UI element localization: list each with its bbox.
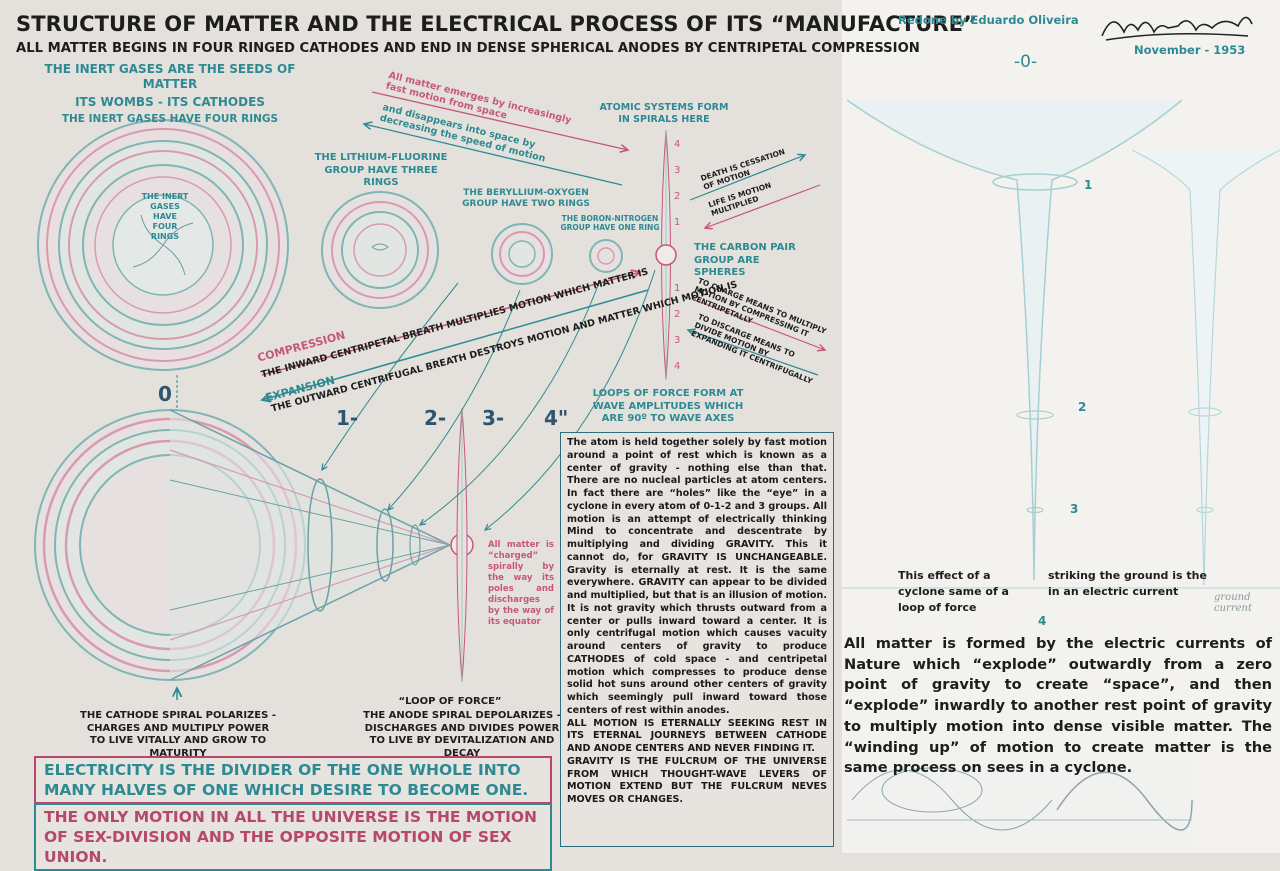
cyclone-level-1: 1 bbox=[1084, 178, 1092, 192]
label-inert-gases-line1: THE INERT GASES ARE THE SEEDS OF MATTER bbox=[20, 62, 320, 92]
label-loop-of-force-title: “LOOP OF FORCE” bbox=[390, 696, 510, 709]
lithium-fluorine-rings bbox=[322, 192, 438, 308]
explanation-paragraph-2: ALL MOTION IS ETERNALLY SEEKING REST IN … bbox=[567, 718, 827, 756]
statement-electricity: ELECTRICITY IS THE DIVIDER OF THE ONE WH… bbox=[34, 756, 552, 804]
cyclone-caption-left: This effect of a cyclone same of a loop … bbox=[898, 568, 1038, 616]
spindle-numbers-bottom: 1 2 3 4 bbox=[674, 276, 686, 380]
cyclone-caption-right: striking the ground is the in an electri… bbox=[1048, 568, 1208, 600]
credit-date: November - 1953 bbox=[1134, 43, 1245, 57]
cathode-cone bbox=[35, 410, 473, 680]
inert-gas-cathode-rings bbox=[38, 120, 288, 370]
cyclone-handwriting: ground current bbox=[1214, 592, 1274, 614]
cyclone-level-2: 2 bbox=[1078, 400, 1086, 414]
label-loops-of-force: LOOPS OF FORCE FORM AT WAVE AMPLITUDES W… bbox=[588, 388, 748, 426]
group-number-3: 3- bbox=[482, 406, 504, 430]
group-number-4: 4" bbox=[544, 406, 568, 430]
cyclone-level-3: 3 bbox=[1070, 502, 1078, 516]
cyclone-explanation: All matter is formed by the electric cur… bbox=[844, 634, 1272, 779]
explanation-paragraph-1: The atom is held together solely by fast… bbox=[567, 437, 827, 718]
carbon-spindle bbox=[656, 130, 676, 380]
label-anode-spiral: THE ANODE SPIRAL DEPOLARIZES - DISCHARGE… bbox=[362, 710, 562, 760]
label-inert-gases-line3: THE INERT GASES HAVE FOUR RINGS bbox=[20, 113, 320, 126]
label-beryllium: THE BERYLLIUM-OXYGEN GROUP HAVE TWO RING… bbox=[456, 188, 596, 211]
spindle-top-2: 2 bbox=[674, 184, 686, 210]
group-number-1: 1- bbox=[336, 406, 358, 430]
explanation-paragraph-3: GRAVITY IS THE FULCRUM OF THE UNIVERSE F… bbox=[567, 756, 827, 807]
cyclone-level-4: 4 bbox=[1038, 614, 1046, 628]
label-inert-gases-line2: ITS WOMBS - ITS CATHODES bbox=[20, 95, 320, 110]
label-charged: All matter is “charged” spirally by the … bbox=[488, 540, 554, 628]
loop-of-force-spindle bbox=[457, 408, 467, 682]
statement-motion: THE ONLY MOTION IN ALL THE UNIVERSE IS T… bbox=[34, 803, 552, 871]
spindle-top-3: 3 bbox=[674, 158, 686, 184]
spindle-top-4: 4 bbox=[674, 132, 686, 158]
label-inert-inner: THE INERT GASES HAVE FOUR RINGS bbox=[140, 192, 190, 242]
label-atomic-spirals: ATOMIC SYSTEMS FORM IN SPIRALS HERE bbox=[594, 102, 734, 126]
spindle-bottom-2: 2 bbox=[674, 302, 686, 328]
boron-nitrogen-ring bbox=[590, 240, 622, 272]
signature bbox=[1098, 6, 1256, 46]
spindle-numbers-top: 4 3 2 1 bbox=[674, 132, 686, 236]
label-inert-gases: THE INERT GASES ARE THE SEEDS OF MATTER … bbox=[20, 62, 320, 126]
credit-redone: Redone by Eduardo Oliveira bbox=[898, 13, 1079, 27]
spindle-bottom-4: 4 bbox=[674, 354, 686, 380]
group-number-2: 2- bbox=[424, 406, 446, 430]
group-number-0: 0 bbox=[158, 382, 172, 406]
label-boron: THE BORON-NITROGEN GROUP HAVE ONE RING bbox=[560, 214, 660, 233]
spindle-top-1: 1 bbox=[674, 210, 686, 236]
spindle-bottom-1: 1 bbox=[674, 276, 686, 302]
label-carbon: THE CARBON PAIR GROUP ARE SPHERES bbox=[694, 242, 804, 280]
explanation-box: The atom is held together solely by fast… bbox=[560, 432, 834, 847]
cyclone-label-zero: -0- bbox=[1014, 52, 1037, 72]
spindle-bottom-3: 3 bbox=[674, 328, 686, 354]
page-subtitle: ALL MATTER BEGINS IN FOUR RINGED CATHODE… bbox=[16, 41, 920, 56]
page-title: STRUCTURE OF MATTER AND THE ELECTRICAL P… bbox=[16, 12, 977, 36]
label-cathode-spiral: THE CATHODE SPIRAL POLARIZES - CHARGES A… bbox=[78, 710, 278, 760]
label-lithium: THE LITHIUM-FLUORINE GROUP HAVE THREE RI… bbox=[306, 152, 456, 190]
beryllium-oxygen-rings bbox=[492, 224, 552, 284]
